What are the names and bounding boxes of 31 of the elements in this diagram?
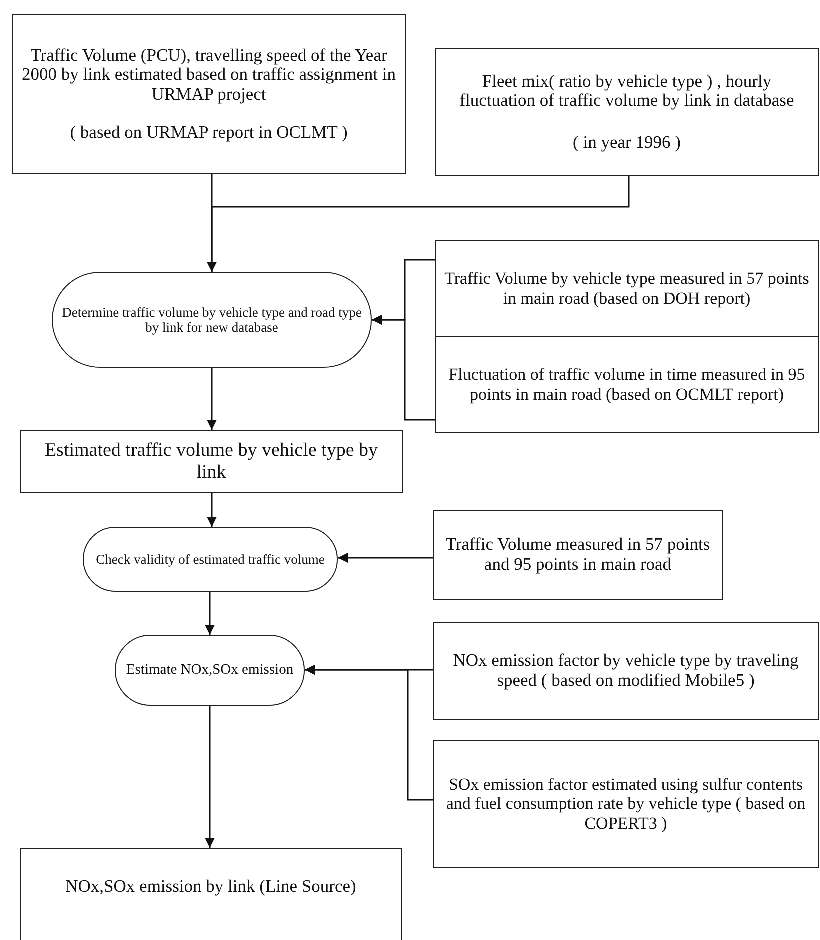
arrow [205, 592, 215, 635]
step-text: Determine traffic volume by vehicle type and road type by link for new database [61, 304, 363, 336]
process-box [435, 336, 819, 433]
box-text: Traffic Volume measured in 57 points and 95 points in main road [444, 535, 712, 575]
box-text: Estimated traffic volume by vehicle type by link [44, 440, 380, 483]
process-box [433, 622, 819, 720]
box-text: ( in year 1996 ) [573, 132, 681, 152]
box-text: Traffic Volume by vehicle type measured in 57 points in main road (based on DOH report) [444, 269, 810, 308]
box-text: Fluctuation of traffic volume in time measured in 95 points in main road (based on OCMLT report) [448, 365, 806, 404]
arrow [207, 176, 630, 272]
box-text: Traffic Volume (PCU), travelling speed of the Year 2000 by link estimated based on traffic assignment in URMAP project [21, 46, 397, 105]
process-box [12, 14, 406, 174]
box-text: SOx emission factor estimated using sulfur contents and fuel consumption rate by vehicle type ( based on COPERT3 ) [445, 775, 807, 833]
process-box [435, 240, 819, 337]
process-box [433, 510, 723, 600]
step-text: Estimate NOx,SOx emission [126, 662, 294, 679]
arrow [207, 368, 217, 430]
arrow [372, 315, 435, 421]
box-text: ( based on URMAP report in OCLMT ) [70, 122, 348, 142]
arrow [207, 493, 217, 527]
step-text: Check validity of estimated traffic volume [96, 552, 325, 568]
process-box [20, 430, 403, 493]
process-box [435, 48, 819, 176]
box-text: Fleet mix( ratio by vehicle type ) , hourly fluctuation of traffic volume by link in database [458, 72, 796, 111]
arrow [338, 553, 433, 563]
arrow [205, 706, 215, 848]
box-text: NOx emission factor by vehicle type by traveling speed ( based on modified Mobile5 ) [452, 651, 800, 691]
process-box [433, 740, 819, 868]
process-box [20, 848, 402, 940]
box-text: NOx,SOx emission by link (Line Source) [66, 877, 356, 897]
arrow [305, 665, 433, 801]
